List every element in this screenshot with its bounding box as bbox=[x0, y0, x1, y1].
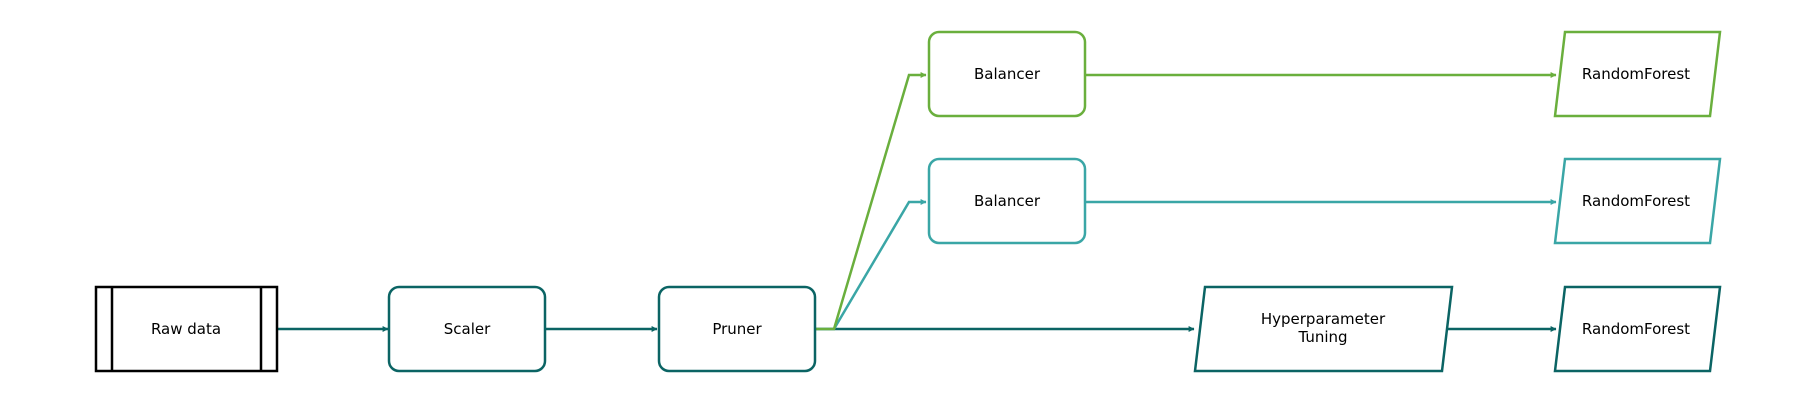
edges bbox=[278, 72, 1557, 332]
node-randomforest-top-label: RandomForest bbox=[1582, 65, 1690, 83]
node-pruner: Pruner bbox=[657, 285, 817, 373]
node-randomforest-top: RandomForest bbox=[1553, 30, 1722, 118]
node-balancer-mid: Balancer bbox=[927, 157, 1087, 245]
node-hyperparameter-tuning-label-line1: Hyperparameter bbox=[1261, 310, 1386, 328]
edge-pruner-to-balancer-mid bbox=[815, 199, 927, 331]
node-randomforest-bottom-label: RandomForest bbox=[1582, 320, 1690, 338]
node-balancer-mid-label: Balancer bbox=[974, 192, 1041, 210]
edge-pruner-to-balancer-top bbox=[815, 72, 927, 331]
node-randomforest-mid-label: RandomForest bbox=[1582, 192, 1690, 210]
node-hyperparameter-tuning-label-line2: Tuning bbox=[1297, 328, 1347, 346]
node-randomforest-mid: RandomForest bbox=[1553, 157, 1722, 245]
node-scaler-label: Scaler bbox=[444, 320, 491, 338]
node-pruner-label: Pruner bbox=[712, 320, 762, 338]
node-raw-data-label: Raw data bbox=[151, 320, 221, 338]
node-scaler: Scaler bbox=[387, 285, 547, 373]
node-raw-data: Raw data bbox=[94, 285, 279, 373]
node-hyperparameter-tuning: Hyperparameter Tuning bbox=[1193, 285, 1454, 373]
node-randomforest-bottom: RandomForest bbox=[1553, 285, 1722, 373]
node-balancer-top-label: Balancer bbox=[974, 65, 1041, 83]
node-balancer-top: Balancer bbox=[927, 30, 1087, 118]
